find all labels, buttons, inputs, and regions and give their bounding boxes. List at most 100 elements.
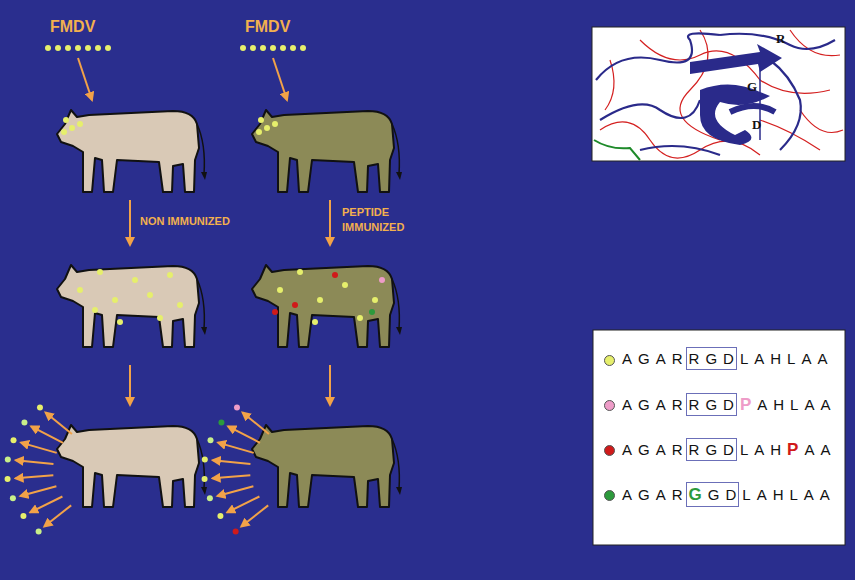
virus-particle	[272, 121, 278, 127]
spread-arrow	[329, 200, 331, 245]
virus-particle	[37, 404, 43, 410]
cow-figure	[57, 110, 207, 192]
virus-particle	[61, 129, 67, 135]
virus-particle	[357, 315, 363, 321]
legend-swatch	[604, 490, 615, 501]
virus-label: FMDV	[245, 16, 290, 38]
virus-particle	[317, 297, 323, 303]
spread-arrow	[243, 412, 269, 434]
spread-arrow	[30, 496, 62, 512]
virus-particle	[177, 302, 183, 308]
virus-particle	[218, 420, 224, 426]
spread-arrow	[16, 475, 54, 478]
virus-particle	[147, 292, 153, 298]
spread-arrow	[44, 505, 71, 526]
virus-particle	[217, 513, 223, 519]
cow-figure	[252, 265, 402, 347]
virus-particle	[260, 45, 266, 51]
virus-particle	[292, 302, 298, 308]
virus-particle	[256, 129, 262, 135]
virus-particle	[112, 297, 118, 303]
virus-particle	[117, 319, 123, 325]
virus-particle	[250, 45, 256, 51]
virus-particle	[379, 277, 385, 283]
virus-particle	[55, 45, 61, 51]
virus-particle	[207, 495, 213, 501]
virus-particle	[97, 269, 103, 275]
legend-swatch	[604, 355, 615, 366]
spread-arrow	[273, 58, 287, 100]
spread-arrow	[329, 365, 331, 405]
spread-arrow	[129, 200, 131, 245]
virus-particle	[21, 420, 27, 426]
virus-particle	[85, 45, 91, 51]
virus-particle	[332, 272, 338, 278]
virus-particle	[20, 513, 26, 519]
virus-particle	[69, 125, 75, 131]
spread-arrow	[78, 58, 92, 100]
spread-arrow	[213, 460, 251, 464]
spread-arrow	[129, 365, 131, 405]
condition-label: PEPTIDE IMMUNIZED	[342, 205, 422, 236]
virus-particle	[36, 529, 42, 535]
virus-particle	[11, 437, 17, 443]
virus-particle	[45, 45, 51, 51]
condition-label: NON IMMUNIZED	[140, 214, 230, 229]
virus-particle	[369, 309, 375, 315]
residue-label: R	[776, 30, 785, 48]
spread-arrow	[228, 426, 260, 442]
virus-particle	[157, 315, 163, 321]
spread-arrow	[241, 505, 268, 526]
structure-panel	[592, 27, 845, 161]
virus-particle	[372, 297, 378, 303]
legend-panel	[593, 330, 845, 545]
virus-label: FMDV	[50, 16, 95, 38]
legend-swatch	[604, 445, 615, 456]
sequence-text: AGARRGDLAHPAA	[622, 440, 836, 460]
virus-particle	[258, 117, 264, 123]
spread-arrow	[213, 475, 251, 478]
residue-label: G	[747, 78, 757, 96]
spread-arrow	[46, 412, 72, 434]
virus-particle	[92, 307, 98, 313]
virus-particle	[65, 45, 71, 51]
sequence-text: AGARRGDLAHLAA	[622, 350, 833, 367]
virus-particle	[105, 45, 111, 51]
virus-particle	[264, 125, 270, 131]
sequence-text: AGARGGDLAHLAA	[622, 485, 836, 505]
spread-arrow	[20, 486, 56, 496]
cow-figure	[57, 425, 207, 507]
virus-particle	[270, 45, 276, 51]
virus-particle	[5, 476, 11, 482]
virus-particle	[167, 272, 173, 278]
virus-particle	[132, 277, 138, 283]
virus-particle	[234, 404, 240, 410]
spread-arrow	[217, 486, 253, 496]
cow-figure	[252, 425, 402, 507]
virus-particle	[63, 117, 69, 123]
virus-particle	[233, 529, 239, 535]
virus-particle	[202, 476, 208, 482]
virus-particle	[272, 309, 278, 315]
virus-particle	[202, 456, 208, 462]
legend-swatch	[604, 400, 615, 411]
virus-particle	[77, 287, 83, 293]
cow-figure	[57, 265, 207, 347]
spread-arrow	[218, 443, 254, 453]
spread-arrow	[21, 443, 57, 453]
virus-particle	[280, 45, 286, 51]
spread-arrow	[31, 426, 63, 442]
spread-arrow	[227, 496, 259, 512]
sequence-text: AGARRGDPAHLAA	[622, 395, 836, 415]
virus-particle	[240, 45, 246, 51]
virus-particle	[10, 495, 16, 501]
virus-particle	[312, 319, 318, 325]
residue-label: D	[752, 116, 761, 134]
virus-particle	[5, 456, 11, 462]
virus-particle	[208, 437, 214, 443]
virus-particle	[342, 282, 348, 288]
virus-particle	[290, 45, 296, 51]
virus-particle	[277, 287, 283, 293]
virus-particle	[77, 121, 83, 127]
